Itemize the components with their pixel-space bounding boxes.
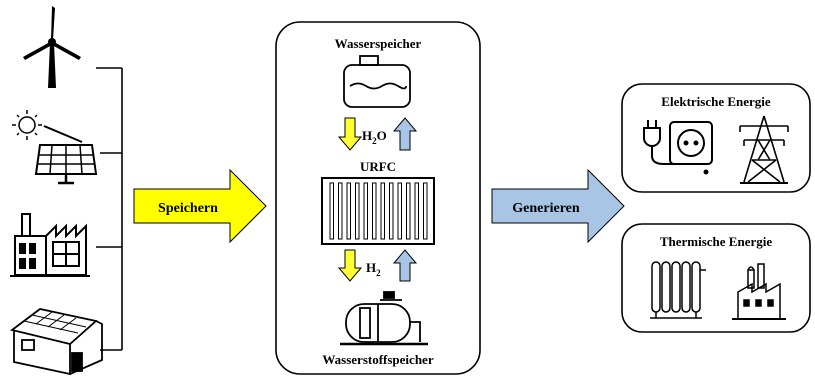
store-arrow-label: Speichern <box>158 201 218 216</box>
urfc-plate <box>423 182 428 240</box>
urfc-plate <box>355 182 360 240</box>
urfc-plate <box>346 182 351 240</box>
h2o-flow-down-arrow <box>337 117 363 151</box>
radiator-icon <box>650 261 706 319</box>
hydrogen-tank-icon <box>340 291 428 346</box>
urfc-plate <box>397 182 402 240</box>
thermal-energy-panel: Thermische Energie <box>621 223 811 333</box>
h2-flow-up-arrow <box>392 249 418 282</box>
center-storage-panel <box>275 21 481 375</box>
urfc-plate <box>372 182 377 240</box>
plug-socket-icon <box>643 120 713 175</box>
h2-flow-down-arrow <box>337 249 363 282</box>
factory-icon <box>10 213 90 277</box>
solar-house-icon <box>9 308 103 376</box>
h2o-flow-up-arrow <box>392 117 418 151</box>
urfc-plate <box>406 182 411 240</box>
wind-turbine-icon <box>23 6 81 88</box>
urfc-plate <box>380 182 385 240</box>
h2-formula: H2 <box>366 260 381 278</box>
electric-energy-title: Elektrische Energie <box>661 94 771 109</box>
generate-arrow: Generieren <box>491 168 625 244</box>
urfc-label: URFC <box>360 159 396 174</box>
store-arrow: Speichern <box>133 168 267 244</box>
urfc-plate <box>329 182 334 240</box>
urfc-plate <box>338 182 343 240</box>
industrial-plant-icon <box>732 263 786 320</box>
urfc-plate <box>389 182 394 240</box>
urfc-cell-stack-icon <box>321 177 435 245</box>
water-tank-icon <box>343 55 411 108</box>
electric-energy-panel: Elektrische Energie <box>621 83 811 193</box>
thermal-energy-title: Thermische Energie <box>660 234 773 249</box>
urfc-plate <box>414 182 419 240</box>
generate-arrow-label: Generieren <box>512 201 580 216</box>
water-storage-label: Wasserspeicher <box>335 36 422 51</box>
hydrogen-storage-label: Wasserstoffspeicher <box>322 352 433 367</box>
power-pylon-icon <box>739 115 789 184</box>
solar-panel-icon <box>12 110 98 185</box>
h2o-formula: H2O <box>362 128 387 146</box>
source-connector-lines <box>96 67 123 351</box>
urfc-plate <box>363 182 368 240</box>
